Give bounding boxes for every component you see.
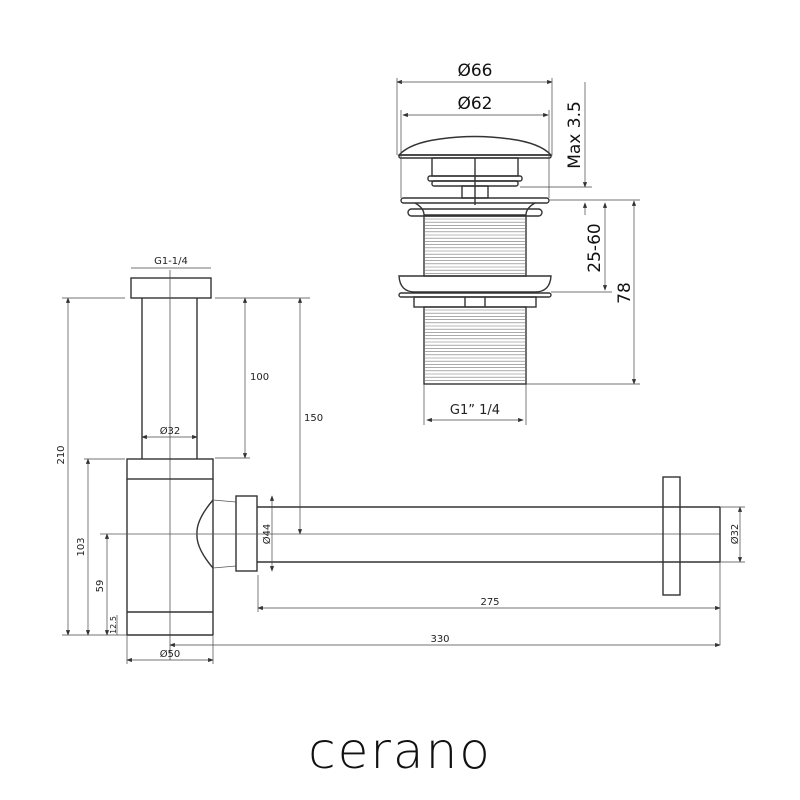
svg-text:Ø66: Ø66 (457, 61, 492, 81)
thread-label: G1-1/4 (154, 256, 188, 267)
svg-text:G1” 1/4: G1” 1/4 (450, 403, 500, 418)
svg-text:330: 330 (430, 634, 449, 645)
svg-text:78: 78 (615, 282, 635, 304)
popup-waste (397, 135, 553, 385)
svg-text:59: 59 (95, 580, 106, 593)
svg-text:100: 100 (250, 372, 269, 383)
svg-text:Max 3.5: Max 3.5 (565, 101, 585, 169)
popup-waste-dimensions: Ø66 Ø62 Max 3.5 25-60 78 G1” 1/4 (396, 61, 640, 425)
svg-text:Ø62: Ø62 (457, 94, 492, 114)
svg-text:Ø44: Ø44 (261, 524, 273, 545)
svg-text:25-60: 25-60 (585, 223, 605, 272)
svg-text:12.5: 12.5 (109, 616, 118, 634)
brand-logo: cerano (308, 722, 492, 780)
svg-text:Ø50: Ø50 (160, 648, 181, 660)
thread-lines (424, 218, 526, 381)
svg-text:210: 210 (56, 445, 67, 464)
svg-text:Ø32: Ø32 (729, 524, 741, 545)
svg-text:103: 103 (76, 537, 87, 556)
svg-text:275: 275 (480, 597, 499, 608)
siphon-dimensions: G1-1/4 210 103 59 12.5 100 150 Ø32 Ø50 Ø… (56, 256, 745, 664)
svg-text:150: 150 (304, 413, 323, 424)
bottle-siphon (100, 270, 721, 660)
svg-text:Ø32: Ø32 (160, 425, 181, 437)
